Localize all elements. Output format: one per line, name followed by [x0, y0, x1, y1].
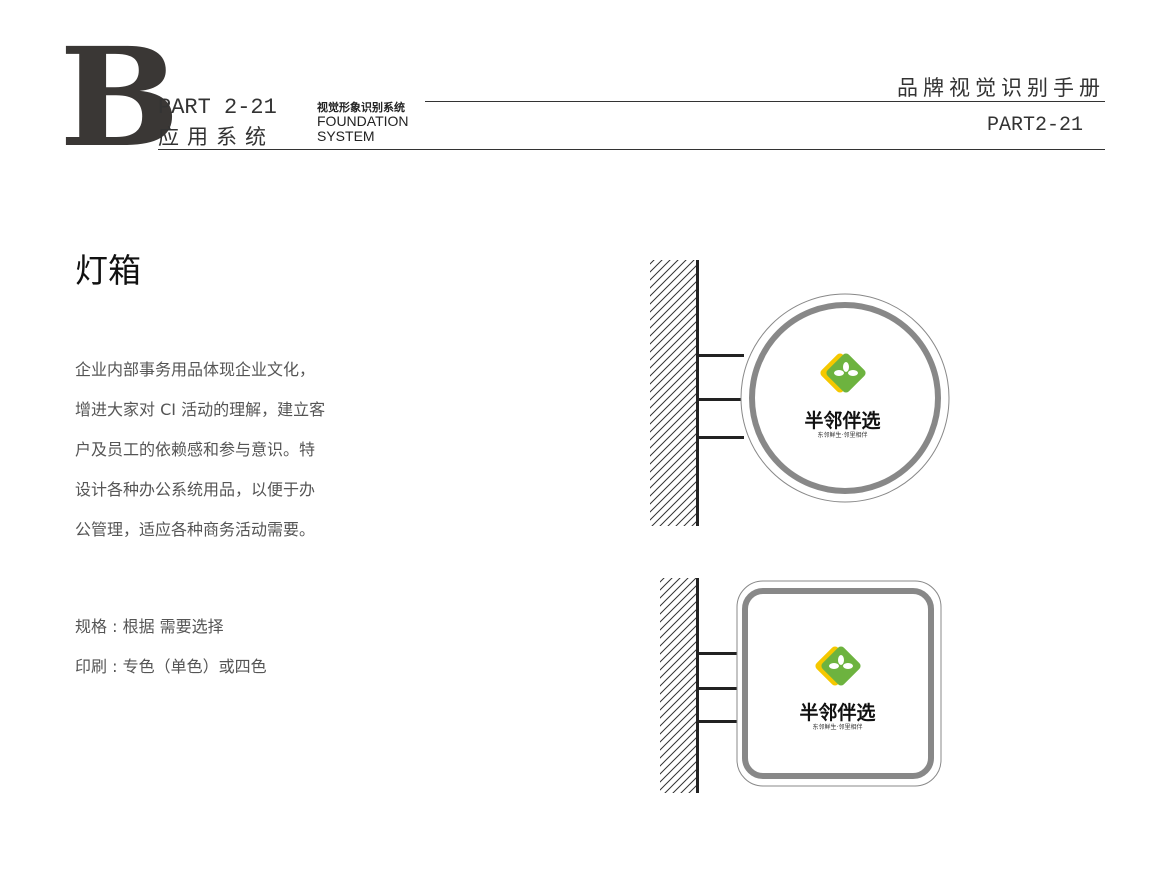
description-line: 企业内部事务用品体现企业文化，: [75, 360, 316, 379]
description-line: 公管理，适应各种商务活动需要。: [75, 520, 316, 539]
logo-wordmark: 半邻伴选: [799, 702, 876, 724]
page-title: 灯箱: [75, 251, 141, 290]
manual-title: 品牌视觉识别手册: [897, 76, 1105, 100]
part-number: PART 2-21: [158, 95, 277, 120]
logo-tagline: 东邻鲜生·邻里相伴: [812, 724, 863, 731]
description-line: 增进大家对 CI 活动的理解，建立客: [75, 400, 326, 419]
round-lightbox: [650, 260, 950, 526]
description: 企业内部事务用品体现企业文化， 增进大家对 CI 活动的理解，建立客 户及员工的…: [75, 350, 365, 550]
section-letter: B: [59, 18, 180, 178]
description-line: 设计各种办公系统用品，以便于办: [75, 480, 316, 499]
page-code: PART2-21: [986, 114, 1083, 137]
lightbox-illustrations: [650, 260, 950, 793]
logo-wordmark: 半邻伴选: [804, 410, 881, 432]
divider: [158, 149, 1105, 150]
logo-tagline: 东邻鲜生·邻里相伴: [817, 432, 868, 439]
description-line: 户及员工的依赖感和参与意识。特: [75, 440, 316, 459]
print-text: 印刷 : 专色（单色）或四色: [75, 657, 267, 676]
section-name: 应用系统: [158, 125, 274, 149]
subtitle-en-1: FOUNDATION: [317, 113, 409, 129]
subtitle-cn: 视觉形象识别系统: [317, 101, 405, 114]
divider: [425, 101, 1105, 102]
subtitle-en-2: SYSTEM: [317, 128, 375, 144]
square-lightbox: [660, 578, 942, 793]
spec-text: 规格 : 根据 需要选择: [75, 617, 224, 636]
